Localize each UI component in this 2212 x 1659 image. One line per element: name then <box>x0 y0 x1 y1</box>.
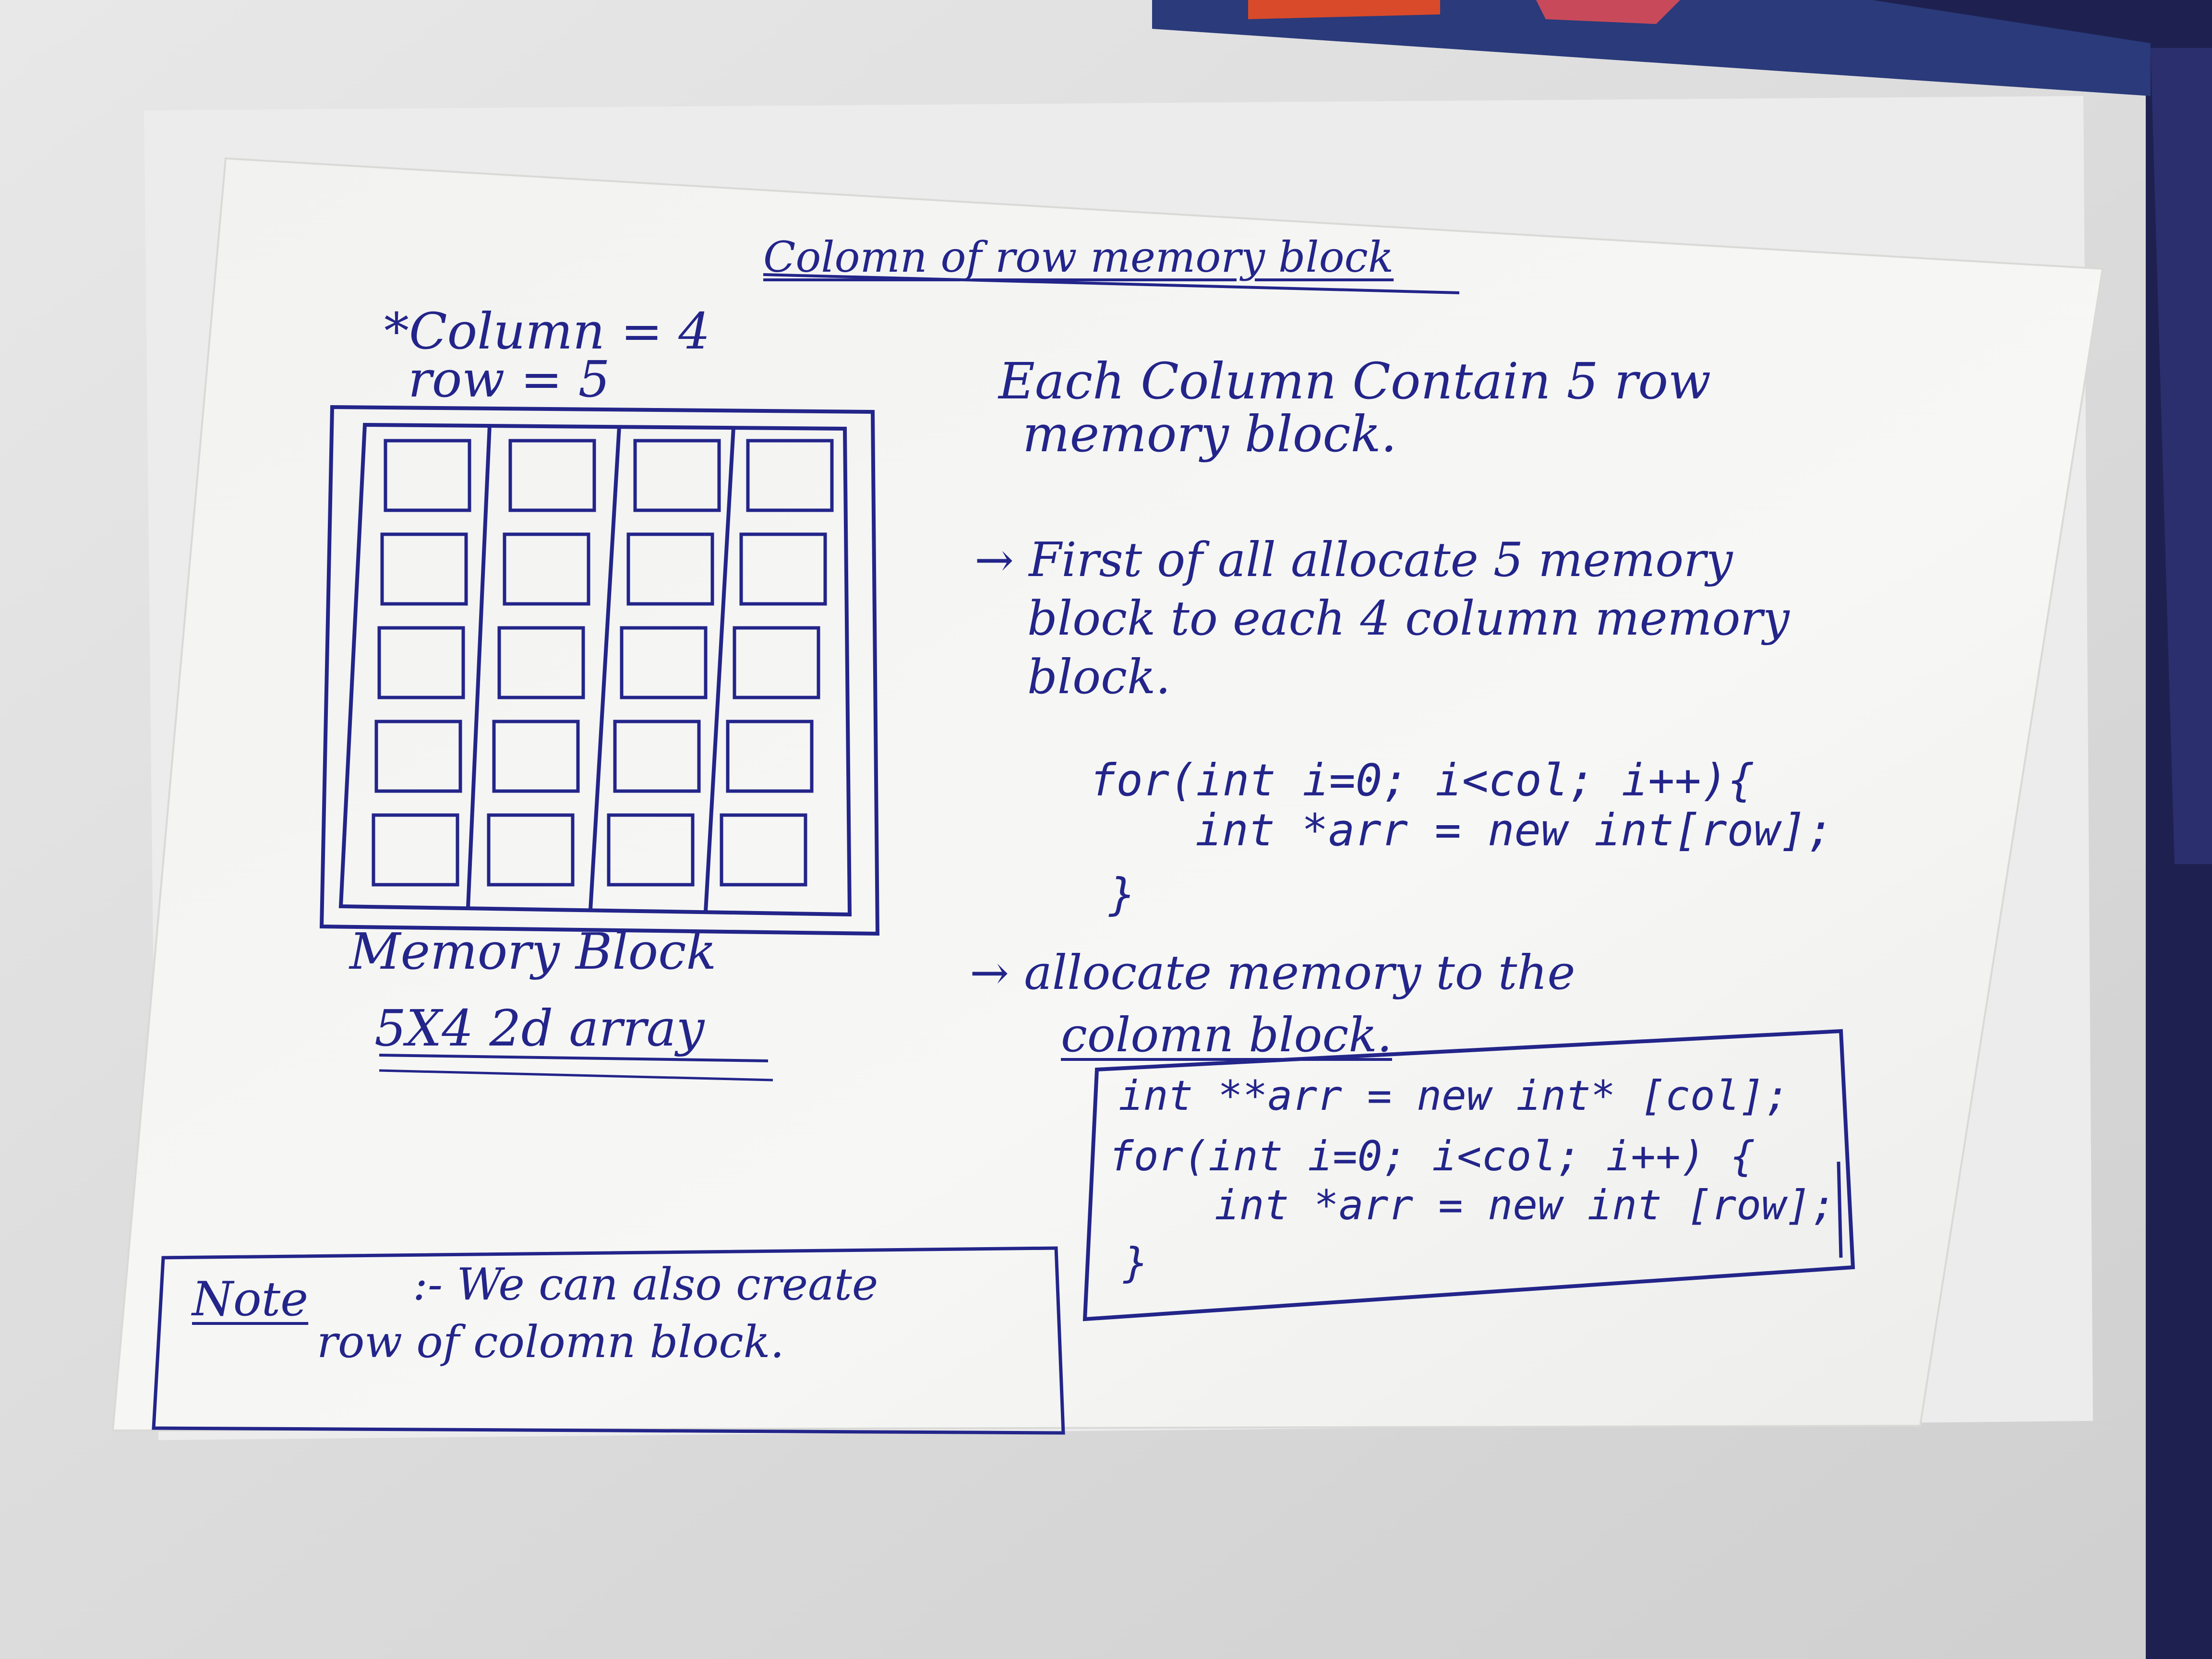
page-title: Colomn of row memory block <box>763 232 1394 282</box>
step1-line-2: block to each 4 column memory <box>1027 591 1790 646</box>
memory-cell <box>380 532 468 606</box>
row-count: row = 5 <box>408 350 610 409</box>
memory-cell <box>497 626 585 699</box>
memory-cell <box>374 720 462 793</box>
memory-cell <box>492 720 580 793</box>
code-box <box>1082 1029 1855 1322</box>
note-line-2: row of colomn block. <box>317 1316 784 1368</box>
step2-code-line-1: int **arr = new int* [col]; <box>1118 1072 1790 1120</box>
step2-line-2: colomn block. <box>1061 1008 1392 1063</box>
step1-code-line-3: } <box>1109 869 1136 920</box>
memory-block-outer <box>319 405 880 936</box>
step1-line-1: → First of all allocate 5 memory <box>974 533 1733 588</box>
poster-top <box>1152 0 2151 96</box>
step2-code-line-2: for(int i=0; i<col; i++) { <box>1109 1132 1755 1180</box>
note-box <box>152 1246 1065 1435</box>
step1-line-3: block. <box>1027 650 1171 705</box>
memory-cell <box>746 439 834 512</box>
diagram-caption: Memory Block <box>349 922 717 981</box>
memory-cell <box>377 626 465 699</box>
memory-block-inner <box>338 422 852 917</box>
memory-cell <box>607 813 695 887</box>
step1-code-line-2: int *arr = new int[row]; <box>1195 805 1834 856</box>
memory-cell <box>620 626 708 699</box>
step2-code-line-3: int *arr = new int [row]; <box>1214 1181 1836 1229</box>
memory-cell <box>487 813 575 887</box>
step2-code-line-4: } <box>1123 1239 1148 1287</box>
step1-code-line-1: for(int i=0; i<col; i++){ <box>1090 755 1755 806</box>
memory-cell <box>626 532 714 606</box>
memory-cell <box>733 626 820 699</box>
memory-cells <box>372 439 834 887</box>
paper-sheet <box>111 157 2104 1432</box>
memory-cell <box>720 813 807 887</box>
note-line-1: :- We can also create <box>413 1259 878 1310</box>
column-divider-1 <box>466 424 492 908</box>
step2-line-1: → allocate memory to the <box>970 946 1575 1000</box>
memory-cell <box>633 439 721 512</box>
description-line-2: memory block. <box>1022 405 1397 463</box>
note-label: Note <box>192 1272 309 1327</box>
memory-cell <box>508 439 596 512</box>
diagram-subcaption: 5X4 2d array <box>374 999 705 1058</box>
column-divider-2 <box>589 426 621 910</box>
memory-cell <box>613 720 701 793</box>
column-divider-3 <box>704 427 735 912</box>
column-count: *Column = 4 <box>384 302 710 361</box>
memory-cell <box>739 532 827 606</box>
memory-cell <box>726 720 814 793</box>
memory-cell <box>384 439 471 512</box>
memory-block-diagram <box>319 405 880 936</box>
memory-cell <box>503 532 590 606</box>
memory-cell <box>372 813 459 887</box>
description-line-1: Each Column Contain 5 row <box>998 352 1711 410</box>
